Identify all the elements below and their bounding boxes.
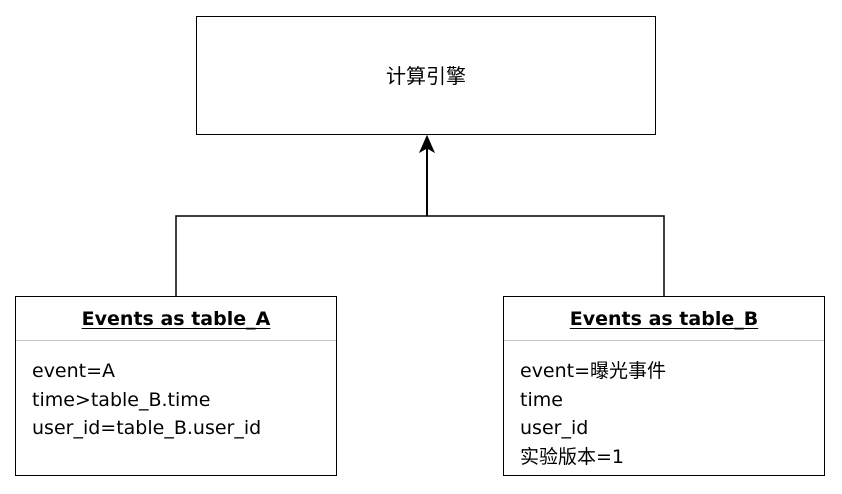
connector-table-b <box>427 215 665 296</box>
connector-table-a <box>175 215 427 296</box>
table-b-fields: event=曝光事件 time user_id 实验版本=1 <box>504 341 824 471</box>
compute-engine-box: 计算引擎 <box>196 16 656 135</box>
table-b-box: Events as table_B event=曝光事件 time user_i… <box>503 296 825 476</box>
table-a-box: Events as table_A event=A time>table_B.t… <box>15 296 337 476</box>
table-a-field-user-id: user_id=table_B.user_id <box>32 417 262 439</box>
table-a-header: Events as table_A <box>16 297 336 341</box>
table-b-field-user-id: user_id <box>520 417 589 439</box>
arrow-head-icon <box>418 134 436 154</box>
table-a-title: Events as table_A <box>81 307 271 330</box>
table-b-header: Events as table_B <box>504 297 824 341</box>
table-b-field-event: event=曝光事件 <box>520 360 667 382</box>
table-a-fields: event=A time>table_B.time user_id=table_… <box>16 341 336 443</box>
table-a-field-event: event=A <box>32 360 116 382</box>
compute-engine-label: 计算引擎 <box>386 64 466 88</box>
table-b-field-time: time <box>520 388 563 411</box>
table-b-title: Events as table_B <box>569 307 759 330</box>
table-b-field-version: 实验版本=1 <box>520 445 625 468</box>
table-a-field-time: time>table_B.time <box>32 388 211 411</box>
